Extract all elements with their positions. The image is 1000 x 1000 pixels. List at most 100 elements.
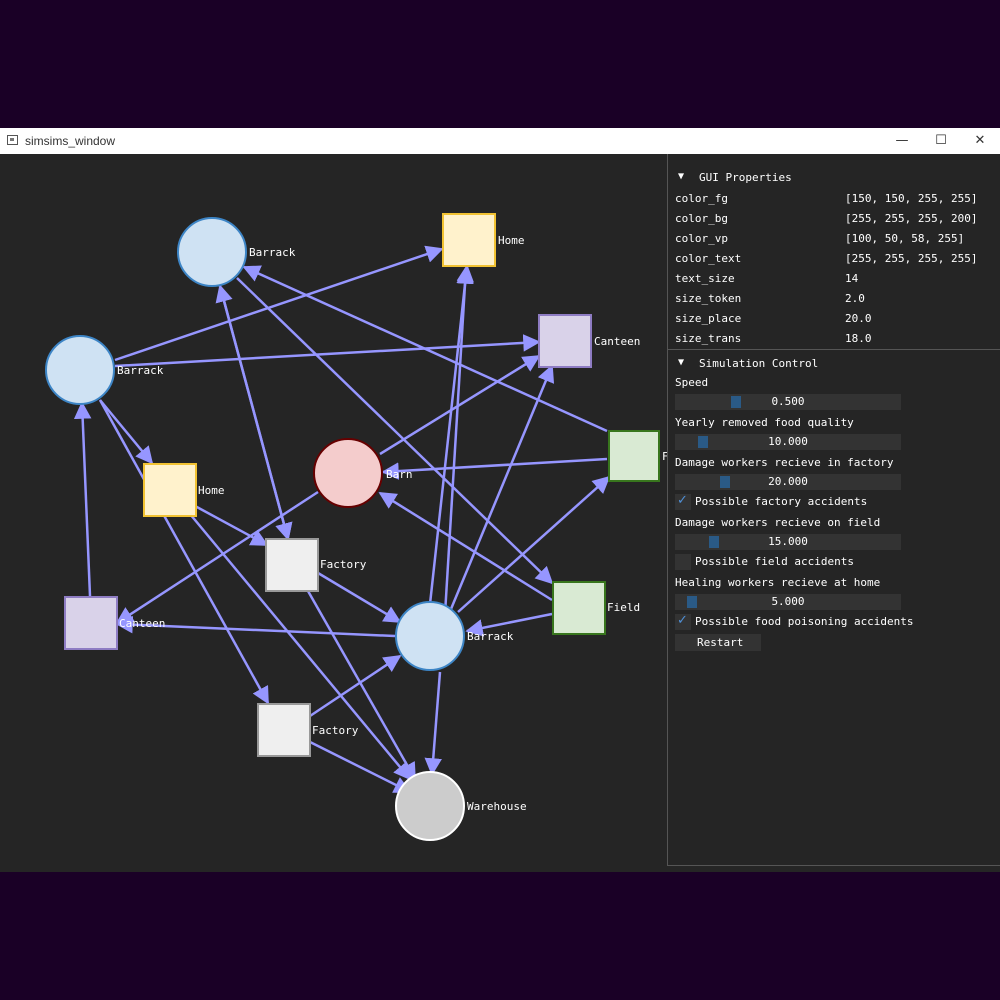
checkbox-box[interactable]: ✓ (675, 493, 691, 510)
property-value: [255, 255, 255, 255] (845, 252, 978, 265)
title-bar[interactable]: simsims_window — ☐ ✕ (0, 128, 1000, 154)
edge (424, 671, 442, 776)
node-label: Barrack (467, 630, 514, 643)
property-key: color_fg (675, 192, 728, 205)
graph-viewport[interactable]: Barrack Home Barrack Canteen F Barn Home… (0, 154, 667, 872)
slider-grab[interactable] (698, 436, 708, 448)
node-label: Home (198, 484, 225, 497)
transition-field-node[interactable] (608, 430, 660, 482)
property-key: size_place (675, 312, 742, 325)
gui-properties-header[interactable]: ▼ GUI Properties (668, 169, 1000, 187)
property-row: color_vp [100, 50, 58, 255] (675, 232, 995, 248)
property-key: size_trans (675, 332, 742, 345)
transition-canteen-node[interactable] (538, 314, 592, 368)
edge (317, 571, 402, 624)
speed-slider[interactable]: 0.500 (675, 394, 901, 410)
property-row: size_place 20.0 (675, 312, 995, 328)
factory-accidents-checkbox[interactable]: ✓ Possible factory accidents (675, 493, 995, 510)
checkbox-label: Possible field accidents (695, 555, 854, 568)
section-title: Simulation Control (699, 357, 819, 370)
place-barrack-node[interactable] (177, 217, 247, 287)
nodes-layer: Barrack Home Barrack Canteen F Barn Home… (45, 213, 667, 841)
factory-damage-slider[interactable]: 20.000 (675, 474, 901, 490)
node-label: Factory (320, 558, 367, 571)
checkbox-label: Possible food poisoning accidents (695, 615, 914, 628)
collapse-arrow-icon[interactable]: ▼ (678, 171, 685, 182)
field-damage-slider[interactable]: 15.000 (675, 534, 901, 550)
slider-value: 0.500 (771, 395, 805, 408)
speed-label: Speed (675, 376, 709, 389)
node-label: F (662, 450, 667, 463)
checkmark-icon: ✓ (677, 493, 688, 508)
transition-home-node[interactable] (442, 213, 496, 267)
edge (309, 654, 402, 718)
property-key: color_vp (675, 232, 728, 245)
food-quality-slider[interactable]: 10.000 (675, 434, 901, 450)
node-label: Field (607, 601, 640, 614)
window-title: simsims_window (25, 134, 116, 148)
food-quality-label: Yearly removed food quality (675, 416, 854, 429)
factory-damage-label: Damage workers recieve in factory (675, 456, 894, 469)
slider-grab[interactable] (687, 596, 697, 608)
property-key: color_text (675, 252, 742, 265)
slider-grab[interactable] (709, 536, 719, 548)
node-label: Warehouse (467, 800, 527, 813)
edge (99, 399, 154, 465)
transition-home-node[interactable] (143, 463, 197, 517)
node-label: Barrack (249, 246, 296, 259)
edge (378, 491, 553, 602)
minimize-button[interactable]: — (895, 133, 909, 148)
control-panel: ▼ GUI Properties color_fg [150, 150, 255… (667, 154, 1000, 866)
edge (98, 399, 270, 705)
node-label: Canteen (119, 617, 165, 630)
maximize-button[interactable]: ☐ (935, 133, 947, 148)
restart-button[interactable]: Restart (675, 634, 761, 651)
property-key: color_bg (675, 212, 728, 225)
section-title: GUI Properties (699, 171, 792, 184)
healing-slider[interactable]: 5.000 (675, 594, 901, 610)
edge (189, 513, 412, 781)
property-value: 2.0 (845, 292, 865, 305)
property-key: size_token (675, 292, 742, 305)
close-button[interactable]: ✕ (974, 133, 986, 148)
checkbox-box[interactable]: ✓ (675, 613, 691, 630)
edge (236, 277, 554, 585)
petri-net-graph[interactable]: Barrack Home Barrack Canteen F Barn Home… (0, 154, 667, 872)
checkbox-label: Possible factory accidents (695, 495, 868, 508)
property-value: 18.0 (845, 332, 872, 345)
transition-factory-node[interactable] (257, 703, 311, 757)
slider-grab[interactable] (731, 396, 741, 408)
section-divider (668, 349, 1000, 350)
field-accidents-checkbox[interactable]: Possible field accidents (675, 554, 995, 570)
place-barrack-node[interactable] (45, 335, 115, 405)
checkbox-box[interactable] (675, 554, 691, 570)
edge (115, 615, 396, 638)
slider-value: 10.000 (768, 435, 808, 448)
property-value: 20.0 (845, 312, 872, 325)
transition-field-node[interactable] (552, 581, 606, 635)
edge (381, 457, 608, 480)
simulation-control-header[interactable]: ▼ Simulation Control (668, 355, 1000, 373)
transition-canteen-node[interactable] (64, 596, 118, 650)
food-poisoning-checkbox[interactable]: ✓ Possible food poisoning accidents (675, 613, 995, 630)
place-warehouse-node[interactable] (395, 771, 465, 841)
property-row: color_text [255, 255, 255, 255] (675, 252, 995, 268)
edge (449, 364, 555, 610)
slider-value: 15.000 (768, 535, 808, 548)
property-value: 14 (845, 272, 859, 285)
node-label: Home (498, 234, 525, 247)
transition-factory-node[interactable] (265, 538, 319, 592)
place-barrack-node[interactable] (395, 601, 465, 671)
place-barn-node[interactable] (313, 438, 383, 508)
edge (428, 264, 474, 605)
edge (114, 245, 444, 362)
edge (114, 334, 541, 368)
edge (309, 740, 412, 794)
property-row: color_fg [150, 150, 255, 255] (675, 192, 995, 208)
slider-grab[interactable] (720, 476, 730, 488)
property-value: [150, 150, 255, 255] (845, 192, 978, 205)
edge (242, 265, 608, 433)
collapse-arrow-icon[interactable]: ▼ (678, 357, 685, 368)
property-row: size_trans 18.0 (675, 332, 995, 348)
node-label: Barrack (117, 364, 164, 377)
